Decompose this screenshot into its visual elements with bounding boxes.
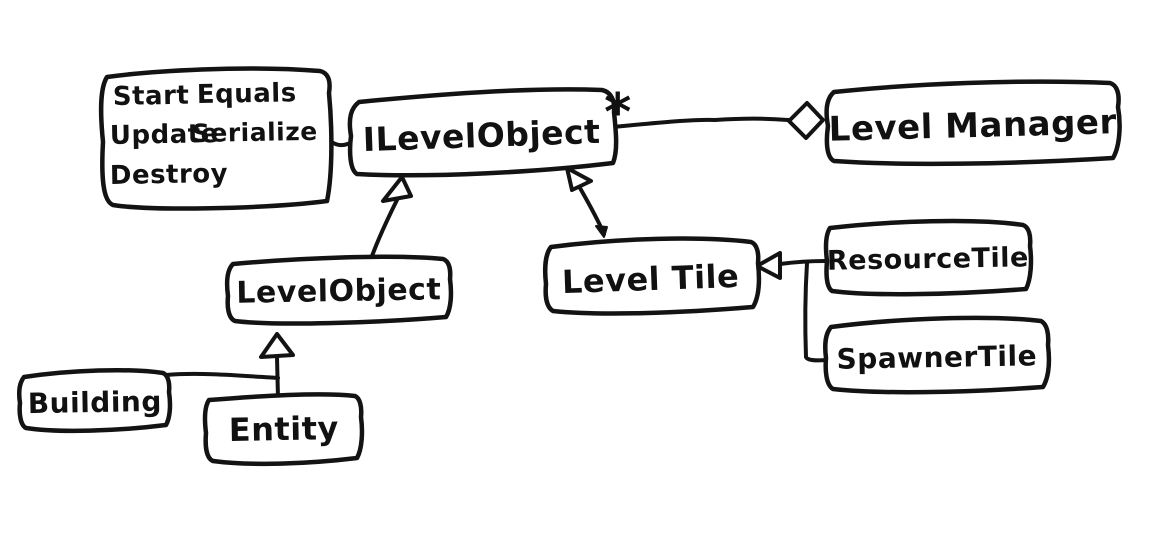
node-leveltile: Level Tile	[542, 236, 762, 316]
spawnertile-label: SpawnerTile	[836, 339, 1037, 375]
entity-label: Entity	[228, 409, 339, 449]
note-line-update: Update	[110, 119, 219, 151]
ilevelobject-box	[347, 87, 619, 178]
tiles-generalization-hline	[778, 259, 827, 266]
levelmanager-box	[824, 79, 1122, 167]
leveltile-label: Level Tile	[561, 257, 739, 301]
note-line-serialize: Serialize	[192, 117, 318, 148]
levelobject-generalization-arrowhead-icon	[381, 175, 413, 203]
node-levelmanager: Level Manager	[824, 79, 1122, 167]
spawnertile-box	[822, 315, 1052, 395]
node-building: Building	[16, 368, 173, 434]
aggregation-multiplicity: *	[604, 83, 632, 143]
node-spawnertile: SpawnerTile	[822, 315, 1052, 395]
resourcetile-box	[823, 218, 1034, 297]
tiles-generalization-branch	[803, 261, 828, 363]
note-line-destroy: Destroy	[110, 159, 229, 191]
edges-layer	[164, 101, 828, 400]
node-method-note: Start Equals Update Serialize Destroy	[98, 66, 334, 211]
building-generalization-hline	[164, 371, 280, 380]
leveltile-generalization-arrowhead-icon	[565, 166, 593, 192]
building-box	[16, 368, 173, 434]
node-entity: Entity	[202, 392, 365, 467]
levelobject-label: LevelObject	[236, 272, 441, 311]
levelobject-generalization-line	[370, 198, 399, 258]
levelobject-box	[224, 254, 454, 326]
node-levelobject: LevelObject	[224, 254, 454, 326]
leveltile-line-end-barb-icon	[595, 225, 608, 238]
node-ilevelobject: ILevelObject	[347, 87, 619, 178]
nodes-layer: Start Equals Update Serialize Destroy IL…	[16, 66, 1122, 467]
entity-box	[202, 392, 365, 467]
note-line-equals: Equals	[197, 78, 297, 110]
note-line-start: Start	[113, 81, 190, 112]
aggregation-line	[600, 116, 790, 130]
aggregation-diamond-icon	[787, 101, 825, 140]
resourcetile-label: ResourceTile	[827, 242, 1029, 277]
node-resourcetile: ResourceTile	[823, 218, 1034, 297]
ilevelobject-label: ILevelObject	[362, 112, 601, 159]
leveltile-box	[542, 236, 762, 316]
method-note-box	[98, 66, 334, 211]
levelmanager-label: Level Manager	[828, 102, 1117, 150]
building-entity-generalization-arrowhead-icon	[259, 332, 295, 359]
building-label: Building	[28, 385, 163, 420]
tiles-generalization-arrowhead-icon	[755, 251, 782, 280]
